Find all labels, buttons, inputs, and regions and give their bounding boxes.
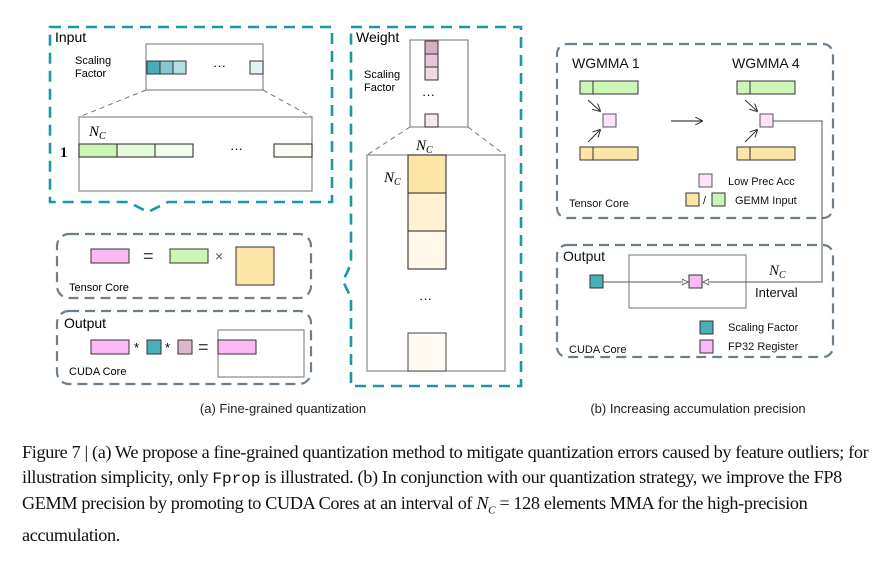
figure-diagram: Input Scaling Factor ··· NC 1 ··· = × Te… <box>48 25 835 416</box>
weight-ellipsis: ··· <box>419 291 432 306</box>
legend-low-prec-label: Low Prec Acc <box>728 176 795 188</box>
tc-times: × <box>215 248 223 264</box>
weight-nc-label-top: NC <box>415 138 433 156</box>
w4-green-a <box>736 80 751 95</box>
out-op1: * <box>134 340 139 355</box>
tensor-core-box-a <box>55 232 313 300</box>
out-scale-mauve <box>177 339 193 355</box>
w1-arrow-down <box>587 99 600 111</box>
caption-middle: is illustrated. (b) In conjunction with … <box>22 466 842 514</box>
input-scale-cell-last <box>249 60 264 75</box>
legend-gemm-label: GEMM Input <box>735 195 797 207</box>
w4-orange-b <box>749 146 796 161</box>
input-scale-cell-2 <box>159 60 174 75</box>
legend-low-prec-swatch <box>698 173 713 188</box>
wgmma-4-label: WGMMA 4 <box>732 55 800 71</box>
out-b-scale-teal <box>589 274 604 289</box>
figure-caption: Figure 7 | (a) We propose a fine-grained… <box>22 440 872 548</box>
output-box-a <box>55 309 313 386</box>
out-op2: * <box>165 340 170 355</box>
interval-label: Interval <box>755 285 798 300</box>
w1-arrow-up <box>587 130 600 143</box>
zoom-line-right <box>262 89 313 118</box>
input-scale-cell-1 <box>146 60 161 75</box>
caption-b: (b) Increasing accumulation precision <box>590 401 805 416</box>
tc-output-pink <box>90 248 130 264</box>
caption-code: Fprop <box>212 469 261 488</box>
output-title-b: Output <box>563 248 605 264</box>
out-b-nc-label: NC <box>768 263 786 281</box>
w1-green-a <box>579 80 594 95</box>
input-nc-label: NC <box>88 124 106 142</box>
weight-scale-ellipsis: ··· <box>422 87 435 102</box>
weight-scale-cell-3 <box>424 66 439 81</box>
input-block-last <box>273 143 313 158</box>
tc-weight-orange <box>235 246 275 286</box>
out-equals: = <box>198 337 209 357</box>
weight-box-border <box>341 25 523 388</box>
legend-gemm-separator: / <box>703 195 707 207</box>
weight-scale-cell-1 <box>424 40 439 55</box>
weight-block-3 <box>407 230 447 270</box>
out-scale-teal <box>146 339 162 355</box>
tc-label-b: Tensor Core <box>569 198 629 210</box>
caption-prefix: Figure 7 | (a) We propose a fine-grained… <box>22 442 869 487</box>
legend-scaling-label: Scaling Factor <box>728 322 799 334</box>
wgmma-1-label: WGMMA 1 <box>572 55 640 71</box>
promote-to-cuda-line <box>703 120 823 282</box>
input-ellipsis: ··· <box>230 141 243 156</box>
w4-orange-a <box>736 146 751 161</box>
legend-gemm-orange-swatch <box>685 192 700 207</box>
cuda-core-label-a: CUDA Core <box>69 366 126 378</box>
w1-orange-a <box>579 146 594 161</box>
input-scale-ellipsis: ··· <box>213 58 226 73</box>
weight-nc-label-side: NC <box>383 170 401 188</box>
weight-zoom-line-right <box>467 126 506 156</box>
tc-input-green <box>169 248 209 264</box>
w1-acc <box>602 113 617 128</box>
weight-zoom-line-left <box>366 126 411 156</box>
tc-equals: = <box>143 246 154 266</box>
w1-green-b <box>592 80 639 95</box>
legend-fp32-swatch <box>699 339 714 354</box>
out-acc-pink <box>90 339 130 355</box>
weight-scaling-label-1: Scaling <box>364 69 400 81</box>
weight-scale-cell-last <box>424 113 439 128</box>
input-scale-cell-3 <box>172 60 187 75</box>
input-block-2 <box>116 143 156 158</box>
zoom-line-left <box>78 89 147 118</box>
legend-fp32-label: FP32 Register <box>728 341 799 353</box>
output-title-a: Output <box>64 315 106 331</box>
output-box-b <box>555 243 835 359</box>
weight-block-last <box>407 332 447 372</box>
w4-arrow-down <box>744 99 757 111</box>
input-scaling-label-2: Factor <box>75 68 107 80</box>
caption-suffix: = 128 elements MMA for the high-precisio… <box>22 493 808 546</box>
tensor-core-box-b <box>555 42 835 220</box>
weight-scaling-container <box>409 39 469 128</box>
input-block-1 <box>78 143 118 158</box>
input-block-3 <box>154 143 194 158</box>
w4-arrow-up <box>744 130 757 143</box>
input-title: Input <box>55 29 86 45</box>
weight-block-1 <box>407 154 447 194</box>
w4-acc <box>759 113 774 128</box>
input-scaling-label-1: Scaling <box>75 55 111 67</box>
weight-scaling-label-2: Factor <box>364 82 396 94</box>
weight-scale-cell-2 <box>424 53 439 68</box>
caption-a: (a) Fine-grained quantization <box>200 401 366 416</box>
weight-block-2 <box>407 192 447 232</box>
legend-scaling-swatch <box>699 320 714 335</box>
w4-green-b <box>749 80 796 95</box>
caption-nc: NC <box>476 493 496 517</box>
out-result-pink <box>217 339 257 355</box>
cuda-core-label-b: CUDA Core <box>569 344 626 356</box>
input-box-border <box>48 25 334 214</box>
tc-label-a: Tensor Core <box>69 282 129 294</box>
out-b-fp32-register <box>688 274 703 289</box>
input-row-label: 1 <box>60 145 68 161</box>
w1-orange-b <box>592 146 639 161</box>
weight-title: Weight <box>356 29 399 45</box>
legend-gemm-green-swatch <box>711 192 726 207</box>
